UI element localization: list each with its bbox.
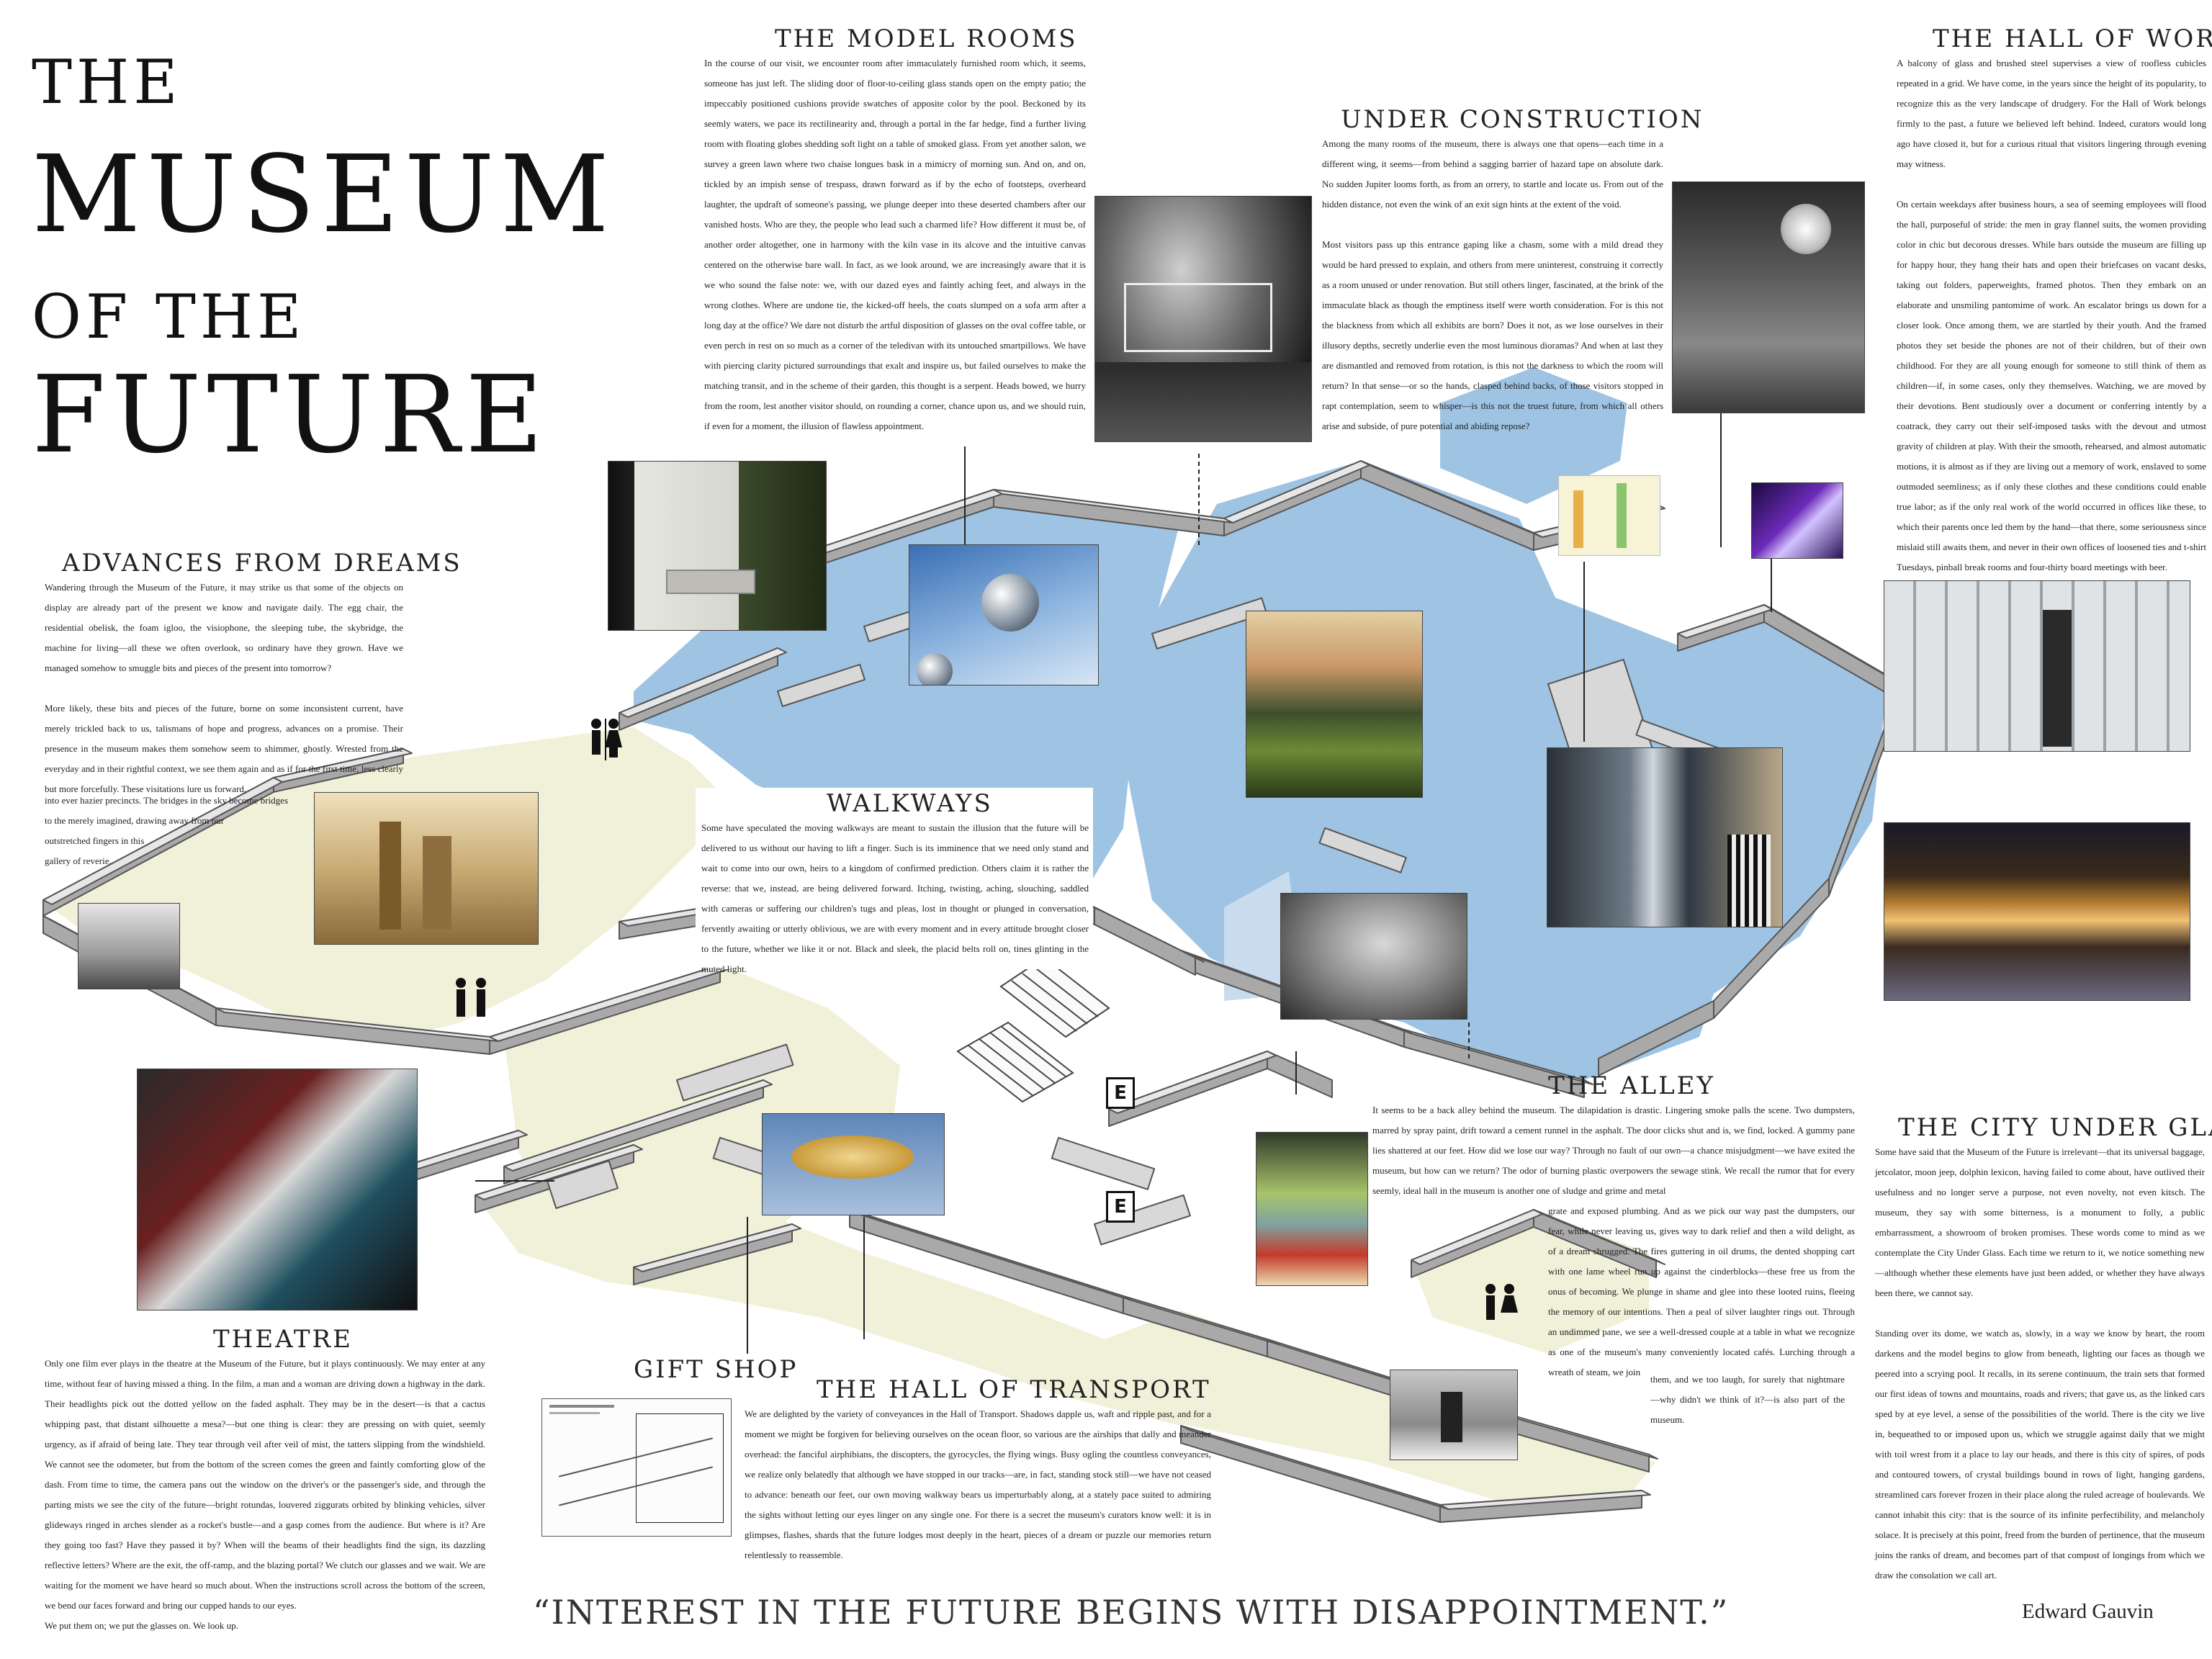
exit-sign: E [1106,1077,1135,1109]
title-line-of-the: OF THE [32,282,306,352]
advances-line-b: to the merely imagined, drawing away fro… [45,815,225,826]
advances-paragraph-1: Wandering through the Museum of the Futu… [45,582,403,673]
atomium-photo [909,544,1099,685]
theatre-paragraph-2: We put them on; we put the glasses on. W… [45,1620,238,1631]
title-line-museum: MUSEUM [32,132,615,256]
section-text-under-construction: Among the many rooms of the museum, ther… [1322,134,1663,457]
leader-lines [475,360,1772,1354]
city-night-photo [1884,822,2190,1001]
model-rooms-paragraph: In the course of our visit, we encounter… [704,58,1086,431]
alley-paragraph-1: It seems to be a back alley behind the m… [1372,1105,1855,1196]
section-heading-gift-shop: GIFT SHOP [634,1355,799,1384]
section-heading-city: THE CITY UNDER GLASS [1898,1113,2212,1142]
section-text-advances: Wandering through the Museum of the Futu… [45,577,403,808]
neon-stage-photo [1751,482,1843,559]
footer-quote: “Interest in the future begins with disa… [533,1593,1730,1632]
staircase [956,956,1110,1103]
section-text-transport: We are delighted by the variety of conve… [745,1404,1211,1586]
under-construction-paragraph-1: Among the many rooms of the museum, ther… [1322,138,1663,210]
hall-of-work-atrium-photo [1672,181,1865,413]
under-construction-paragraph-2: Most visitors pass up this entrance gapi… [1322,239,1663,431]
airship-illustration-photo [762,1113,945,1215]
model-room-bedroom-photo [608,461,827,631]
hall-of-work-paragraph-1: A balcony of glass and brushed steel sup… [1897,58,2206,169]
walkways-paragraph: Some have speculated the moving walkways… [701,822,1089,974]
section-heading-walkways: WALKWAYS [827,789,993,818]
advances-trailing-text: into ever hazier precincts. The bridges … [45,791,333,871]
section-text-walkways: Some have speculated the moving walkways… [701,818,1089,999]
drawing-sketch-photo [1558,475,1660,556]
future-landscape-photo [1246,611,1423,798]
office-cubicles-photo [1884,580,2190,752]
restroom-icon [591,719,622,760]
gift-shop-blueprint [541,1398,732,1537]
theatre-3d-audience-photo [137,1069,418,1310]
restroom-icon [1485,1284,1518,1320]
advances-line-c: outstretched fingers in this [45,835,145,846]
section-text-theatre: Only one film ever plays in the theatre … [45,1354,485,1636]
alley-street-photo [1390,1370,1518,1460]
title-line-future: FUTURE [32,353,549,477]
advances-interior-photo [78,903,180,989]
alley-couple-photo [1256,1132,1368,1286]
walkways-panel [696,788,1093,969]
section-text-model-rooms: In the course of our visit, we encounter… [704,53,1086,457]
section-text-alley-2: grate and exposed plumbing. And as we pi… [1548,1201,1855,1382]
advances-paragraph-2: More likely, these bits and pieces of th… [45,703,403,794]
people-icon [456,978,486,1017]
section-text-hall-of-work: A balcony of glass and brushed steel sup… [1897,53,2206,598]
advances-line-a: into ever hazier precincts. The bridges … [45,795,289,806]
city-paragraph-2: Standing over its dome, we watch as, slo… [1875,1328,2205,1581]
section-text-alley-3: them, and we too laugh, for surely that … [1650,1370,1845,1430]
section-heading-transport: THE HALL OF TRANSPORT [817,1375,1211,1404]
exit-sign: E [1106,1191,1135,1223]
section-text-city: Some have said that the Museum of the Fu… [1875,1142,2205,1606]
section-heading-advances: ADVANCES FROM DREAMS [62,549,462,577]
section-heading-alley: THE ALLEY [1548,1071,1715,1100]
author-name: Edward Gauvin [2022,1600,2154,1623]
title-line-the: THE [32,47,182,117]
advances-line-d: gallery of reverie. [45,855,112,866]
section-heading-model-rooms: THE MODEL ROOMS [775,24,1078,53]
section-heading-under-construction: UNDER CONSTRUCTION [1341,105,1704,134]
alley-paragraph-3: them, and we too laugh, for surely that … [1650,1374,1845,1425]
city-paragraph-1: Some have said that the Museum of the Fu… [1875,1146,2205,1298]
section-text-alley: It seems to be a back alley behind the m… [1372,1100,1855,1201]
foggy-cart-photo [1280,893,1467,1020]
section-heading-theatre: THEATRE [213,1325,353,1354]
section-heading-hall-of-work: THE HALL OF WORK [1933,24,2212,53]
transport-paragraph: We are delighted by the variety of conve… [745,1408,1211,1560]
theatre-paragraph-1: Only one film ever plays in the theatre … [45,1358,485,1611]
advances-building-photo [314,792,539,945]
model-room-photo [1094,196,1312,442]
hall-of-work-paragraph-2: On certain weekdays after business hours… [1897,199,2206,572]
retro-kitchen-photo [1547,747,1783,927]
alley-paragraph-2: grate and exposed plumbing. And as we pi… [1548,1205,1855,1377]
